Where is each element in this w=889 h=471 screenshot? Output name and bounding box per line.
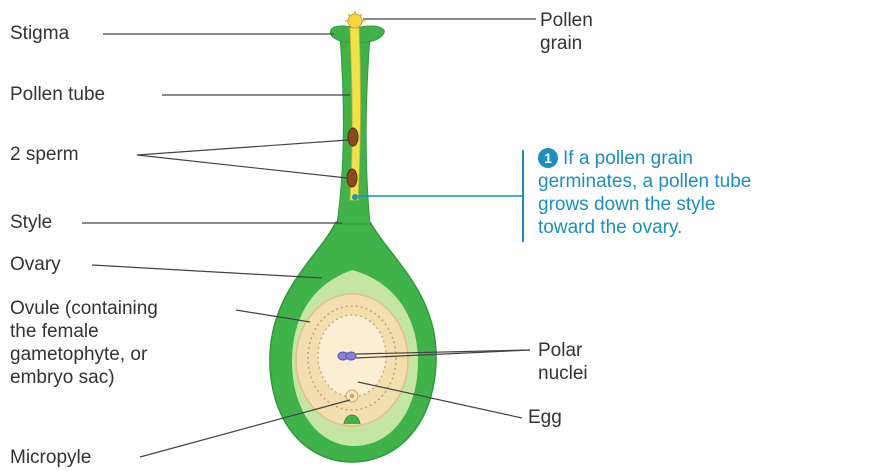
ovule-label-line-4: embryo sac) xyxy=(10,366,158,389)
polar-nuclei-label-line-2: nuclei xyxy=(538,362,588,385)
polar-nucleus-2 xyxy=(346,352,356,360)
callout-line-2: germinates, a pollen tube xyxy=(538,170,751,193)
micropyle-label: Micropyle xyxy=(10,446,91,469)
step-number-badge: 1 xyxy=(538,148,558,168)
polar-nuclei-label-line-1: Polar xyxy=(538,339,588,362)
sperm-cell-2 xyxy=(347,169,357,187)
sperm-cell-1 xyxy=(348,128,358,146)
pollen-grain-label: Pollen grain xyxy=(540,9,593,55)
pollen-tube-label: Pollen tube xyxy=(10,83,105,106)
style-label: Style xyxy=(10,211,52,234)
callout-line-3: grows down the style xyxy=(538,193,751,216)
pollen-grain xyxy=(348,14,362,28)
pollen-grain-label-line-2: grain xyxy=(540,32,593,55)
ovule-label: Ovule (containing the female gametophyte… xyxy=(10,297,158,389)
sperm-label: 2 sperm xyxy=(10,143,79,166)
ovule-label-line-3: gametophyte, or xyxy=(10,343,158,366)
callout-bracket xyxy=(522,150,524,242)
callout-line-4: toward the ovary. xyxy=(538,216,751,239)
sperm-leader-1 xyxy=(137,140,348,155)
callout-line-1-text: If a pollen grain xyxy=(563,148,693,169)
egg-nucleus xyxy=(350,394,354,398)
ovary-leader xyxy=(92,265,322,278)
ovule-label-line-2: the female xyxy=(10,320,158,343)
sperm-leader-2 xyxy=(137,155,347,178)
pollen-tube-tip-marker xyxy=(352,194,358,200)
egg-label: Egg xyxy=(528,406,562,429)
polar-nuclei-label: Polar nuclei xyxy=(538,339,588,385)
ovary-label: Ovary xyxy=(10,253,61,276)
ovule-label-line-1: Ovule (containing xyxy=(10,297,158,320)
stigma-label: Stigma xyxy=(10,22,69,45)
pollen-grain-label-line-1: Pollen xyxy=(540,9,593,32)
